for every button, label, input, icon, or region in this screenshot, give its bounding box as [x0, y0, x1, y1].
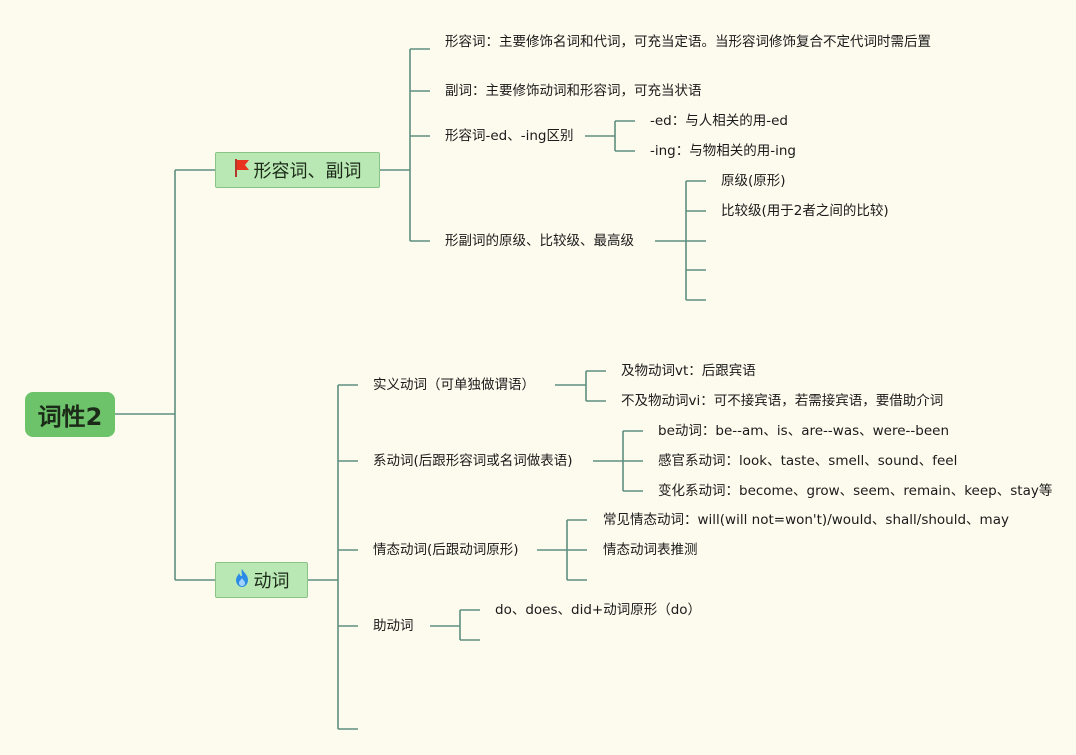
common-modal-verbs[interactable]: 常见情态动词：will(will not=won't)/would、shall/…: [603, 512, 1009, 528]
adjective-definition[interactable]: 形容词：主要修饰名词和代词，可充当定语。当形容词修饰复合不定代词时需后置: [445, 34, 931, 50]
modal-verb[interactable]: 情态动词(后跟动词原形): [373, 542, 519, 558]
root-topic-label: 词性2: [37, 403, 103, 431]
intransitive-verb[interactable]: 不及物动词vi：可不接宾语，若需接宾语，要借助介词: [621, 393, 944, 409]
ing-usage[interactable]: -ing：与物相关的用-ing: [650, 143, 796, 159]
fire-icon: [234, 568, 250, 593]
notional-verb[interactable]: 实义动词（可单独做谓语）: [373, 377, 535, 393]
topic-verb[interactable]: 动词: [215, 562, 308, 598]
ed-ing-difference[interactable]: 形容词-ed、-ing区别: [445, 128, 574, 144]
red-flag-icon: [234, 158, 250, 183]
positive-degree[interactable]: 原级(原形): [721, 173, 786, 189]
topic-adjective-adverb[interactable]: 形容词、副词: [215, 152, 380, 188]
change-linking-verb[interactable]: 变化系动词：become、grow、seem、remain、keep、stay等: [658, 483, 1053, 499]
do-auxiliary[interactable]: do、does、did+动词原形（do）: [495, 602, 702, 618]
topic-verb-label: 动词: [253, 571, 290, 592]
linking-verb[interactable]: 系动词(后跟形容词或名词做表语): [373, 453, 573, 469]
ed-usage[interactable]: -ed：与人相关的用-ed: [650, 113, 788, 129]
auxiliary-verb[interactable]: 助动词: [373, 618, 414, 634]
topic-adjective-adverb-label: 形容词、副词: [253, 161, 362, 182]
adverb-definition[interactable]: 副词：主要修饰动词和形容词，可充当状语: [445, 83, 702, 99]
be-verb[interactable]: be动词：be--am、is、are--was、were--been: [658, 423, 950, 439]
transitive-verb[interactable]: 及物动词vt：后跟宾语: [621, 363, 756, 379]
degree-forms[interactable]: 形副词的原级、比较级、最高级: [445, 233, 634, 249]
comparative-degree[interactable]: 比较级(用于2者之间的比较): [721, 203, 889, 219]
sense-linking-verb[interactable]: 感官系动词：look、taste、smell、sound、feel: [658, 453, 958, 469]
modal-speculation[interactable]: 情态动词表推测: [603, 542, 698, 558]
root-topic[interactable]: 词性2: [25, 392, 115, 437]
